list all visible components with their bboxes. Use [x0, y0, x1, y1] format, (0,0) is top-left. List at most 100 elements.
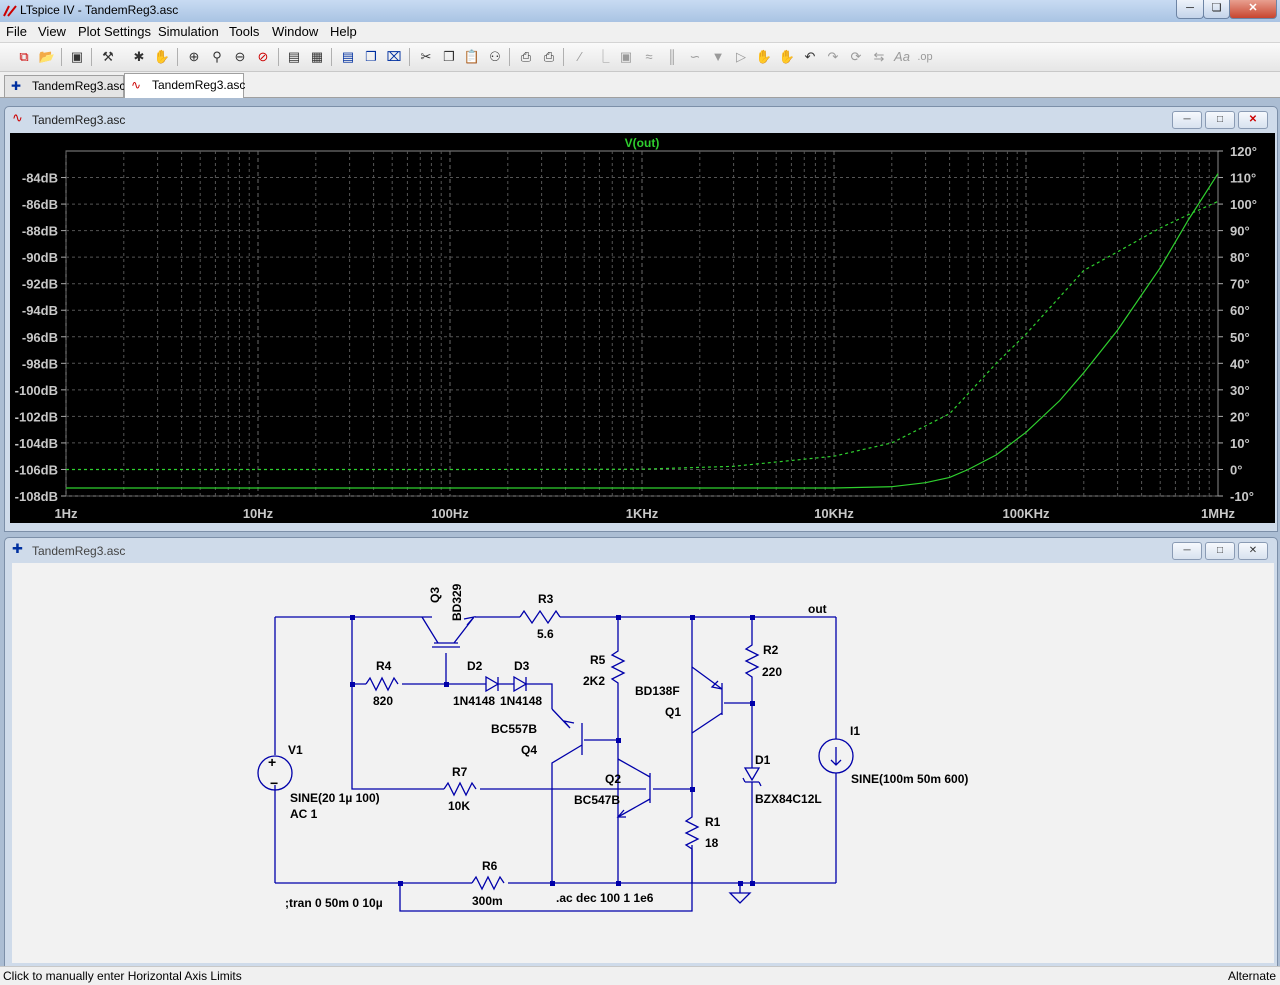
mirror-icon[interactable]: ⇆	[873, 49, 885, 64]
print-setup-icon[interactable]: ⎙	[520, 49, 532, 64]
cascade-icon[interactable]: ❐	[365, 49, 377, 64]
component-icon[interactable]: ▷	[736, 49, 746, 64]
label-icon[interactable]: ▣	[619, 49, 633, 64]
r7-value: 10K	[448, 799, 471, 813]
y2-tick-label: 60°	[1230, 303, 1250, 318]
toolbar: ⧉ 📂 ▣ ⚒ ✱ ✋ ⊕ ⚲ ⊖ ⊘ ▤ ▦ ▤ ❐ ⌧ ✂ ❐ 📋 ⚇ ⎙ …	[0, 43, 1280, 72]
r5-label: R5	[590, 653, 606, 667]
x-tick-label: 1Hz	[54, 506, 78, 521]
y-tick-label: -98dB	[22, 356, 58, 371]
tab-waveform[interactable]: ∿ TandemReg3.asc	[124, 73, 245, 98]
waveform-plot[interactable]: -84dB-86dB-88dB-90dB-92dB-94dB-96dB-98dB…	[10, 133, 1275, 523]
r4-value: 820	[373, 694, 394, 708]
close-button[interactable]: ✕	[1229, 0, 1277, 19]
ground-icon[interactable]: ⎿	[596, 49, 610, 64]
status-message: Click to manually enter Horizontal Axis …	[3, 969, 242, 983]
v1-value: SINE(20 1µ 100)	[290, 791, 380, 805]
magnitude-trace[interactable]	[66, 173, 1219, 489]
plot-canvas[interactable]: -84dB-86dB-88dB-90dB-92dB-94dB-96dB-98dB…	[10, 133, 1275, 523]
r1-label: R1	[705, 815, 721, 829]
zoom-area-icon[interactable]: ⚲	[212, 49, 222, 64]
inductor-icon[interactable]: ∽	[689, 49, 701, 64]
q2-value: BC547B	[574, 793, 621, 807]
zoom-in-icon[interactable]: ⊕	[188, 49, 200, 64]
phase-trace[interactable]	[66, 200, 1219, 471]
menu-view[interactable]: View	[38, 24, 66, 39]
zoom-cancel-icon[interactable]: ⊘	[257, 49, 269, 64]
resistor-icon[interactable]: ≈	[645, 49, 653, 64]
run-icon[interactable]: ✱	[133, 49, 145, 64]
print-icon[interactable]: ⎙	[543, 49, 555, 64]
close-all-icon[interactable]: ⌧	[386, 49, 402, 64]
ltspice-logo-icon	[3, 5, 17, 17]
svg-text:+: +	[268, 754, 276, 770]
waveform-icon: ∿	[131, 78, 142, 92]
status-mode: Alternate	[1228, 969, 1277, 983]
tran-directive[interactable]: ;tran 0 50m 0 10µ	[285, 896, 383, 910]
plot-close-button[interactable]: ✕	[1238, 111, 1268, 129]
new-schematic-icon[interactable]: ⧉	[19, 49, 29, 64]
v1-ac: AC 1	[290, 807, 318, 821]
tile-horizontal-icon[interactable]: ▤	[341, 49, 355, 64]
waveform-icon: ∿	[12, 110, 23, 125]
control-panel-icon[interactable]: ⚒	[102, 49, 114, 64]
spice-directive-icon[interactable]: .op	[917, 51, 933, 63]
y-tick-label: -104dB	[15, 436, 58, 451]
copy-icon[interactable]: ❐	[443, 49, 455, 64]
open-icon[interactable]: 📂	[38, 49, 56, 64]
undo-icon[interactable]: ↶	[804, 49, 816, 64]
menu-simulation[interactable]: Simulation	[158, 24, 219, 39]
diode-icon[interactable]: ▼	[711, 49, 725, 64]
y-tick-label: -90dB	[22, 250, 58, 265]
d3-value: 1N4148	[500, 694, 543, 708]
restore-button[interactable]: ❏	[1203, 0, 1230, 19]
menu-bar: File View Plot Settings Simulation Tools…	[0, 22, 1280, 43]
autorange-y-icon[interactable]: ▦	[310, 49, 324, 64]
schematic-wires: + −	[257, 609, 854, 912]
r3-label: R3	[538, 592, 554, 606]
text-icon[interactable]: Aa	[894, 49, 910, 64]
schematic-minimize-button[interactable]: ─	[1172, 542, 1202, 560]
ac-directive[interactable]: .ac dec 100 1 1e6	[556, 891, 654, 905]
menu-tools[interactable]: Tools	[229, 24, 260, 39]
capacitor-icon[interactable]: ║	[667, 49, 677, 64]
y2-tick-label: 90°	[1230, 224, 1250, 239]
y-tick-label: -86dB	[22, 197, 58, 212]
y2-tick-label: 40°	[1230, 356, 1250, 371]
menu-file[interactable]: File	[6, 24, 27, 39]
find-icon[interactable]: ⚇	[489, 49, 501, 64]
tab-schematic[interactable]: ✚ TandemReg3.asc	[4, 75, 125, 97]
autorange-icon[interactable]: ▤	[287, 49, 301, 64]
menu-plot-settings[interactable]: Plot Settings	[78, 24, 151, 39]
y2-tick-label: 0°	[1230, 462, 1242, 477]
zoom-out-icon[interactable]: ⊖	[234, 49, 246, 64]
q3-value: BD329	[450, 583, 464, 621]
schematic-close-button[interactable]: ✕	[1238, 542, 1268, 560]
plot-minimize-button[interactable]: ─	[1172, 111, 1202, 129]
y-tick-label: -88dB	[22, 224, 58, 239]
y2-tick-label: 50°	[1230, 330, 1250, 345]
rotate-icon[interactable]: ⟳	[850, 49, 862, 64]
plot-maximize-button[interactable]: □	[1205, 111, 1235, 129]
trace-title[interactable]: V(out)	[625, 136, 660, 150]
d1-value: BZX84C12L	[755, 792, 822, 806]
v1-label: V1	[288, 743, 303, 757]
schematic-canvas[interactable]: + − Q3 BD329 R3 5.6 out R4 820 D2 1N4148…	[12, 563, 1274, 963]
q1-label: Q1	[665, 705, 682, 719]
redo-icon[interactable]: ↷	[827, 49, 839, 64]
y-tick-label: -94dB	[22, 303, 58, 318]
paste-icon[interactable]: 📋	[463, 49, 481, 64]
menu-help[interactable]: Help	[330, 24, 357, 39]
wire-icon[interactable]: ⁄	[578, 49, 582, 64]
schematic-maximize-button[interactable]: □	[1205, 542, 1235, 560]
save-icon[interactable]: ▣	[70, 49, 84, 64]
q4-value: BC557B	[491, 722, 538, 736]
drag-icon[interactable]: ✋	[778, 49, 796, 64]
y2-tick-label: 70°	[1230, 277, 1250, 292]
move-icon[interactable]: ✋	[755, 49, 773, 64]
cut-icon[interactable]: ✂	[420, 49, 432, 64]
menu-window[interactable]: Window	[272, 24, 319, 39]
minimize-button[interactable]: ─	[1176, 0, 1204, 19]
d1-label: D1	[755, 753, 771, 767]
halt-icon[interactable]: ✋	[153, 49, 171, 64]
